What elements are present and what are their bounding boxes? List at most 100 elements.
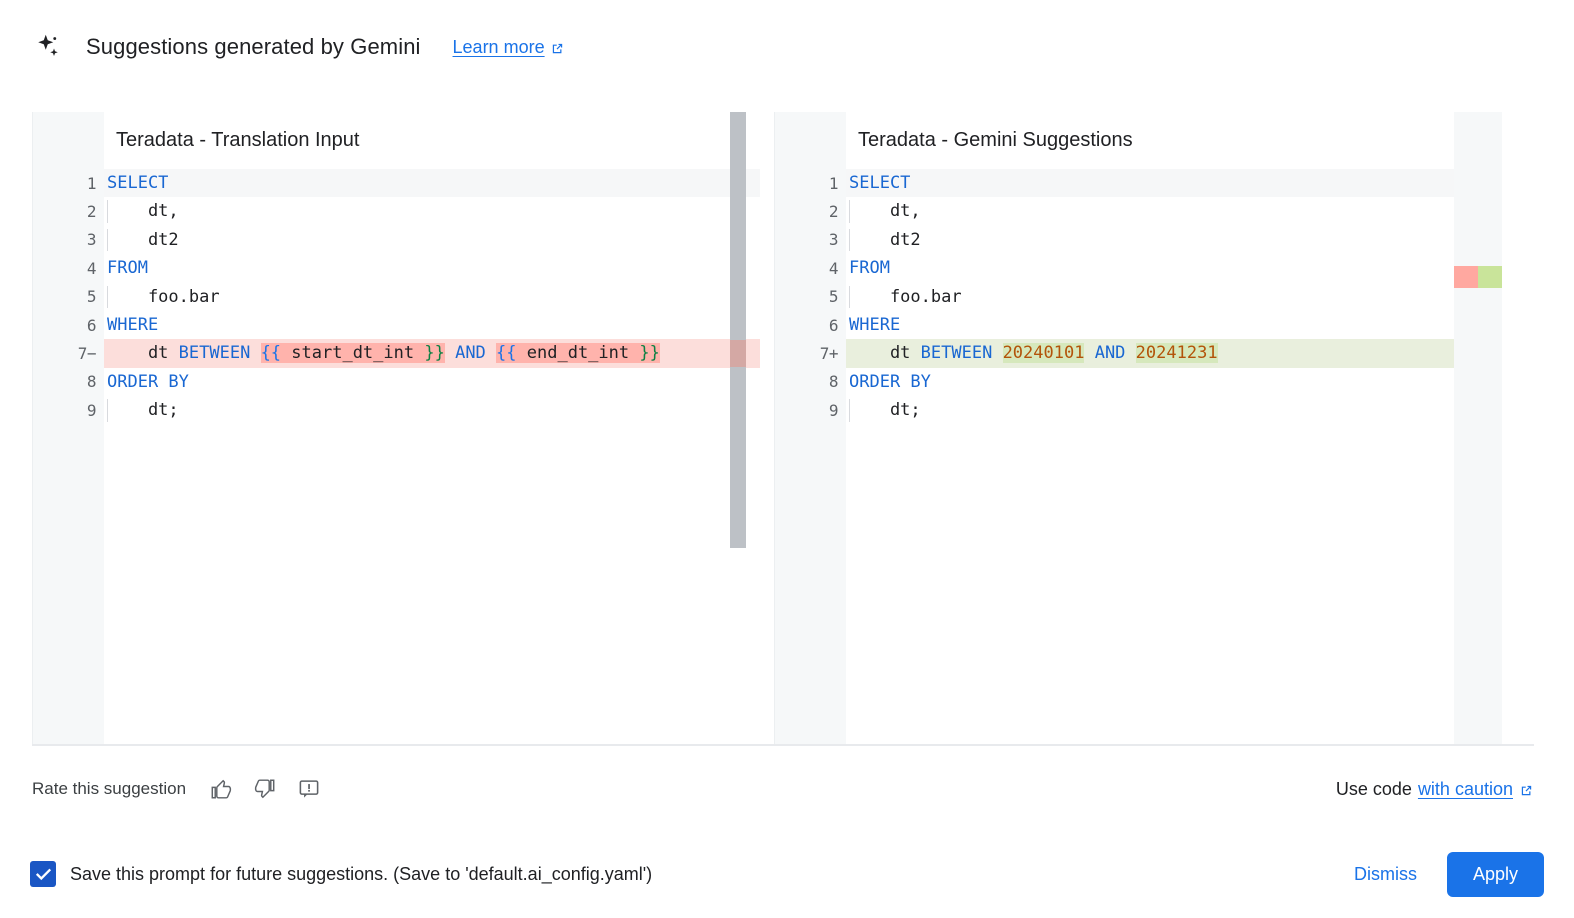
apply-button[interactable]: Apply <box>1446 851 1544 897</box>
code-token: dt; <box>849 400 921 421</box>
code-editor-left[interactable]: Teradata - Translation Input 1 SELECT 2 dt… <box>33 112 760 744</box>
code-token: foo.bar <box>849 286 962 307</box>
report-feedback-icon[interactable] <box>296 776 322 802</box>
code-line[interactable]: 2 dt, <box>775 197 1502 225</box>
code-token: dt, <box>107 201 179 222</box>
line-number: 7+ <box>819 344 839 364</box>
overview-marker-added <box>1478 266 1502 288</box>
code-token: BETWEEN <box>920 343 993 364</box>
code-line[interactable]: 9 dt; <box>33 396 760 424</box>
code-line[interactable]: 8 ORDER BY <box>33 368 760 396</box>
code-line-text: dt2 <box>846 226 1502 254</box>
code-line-text: ORDER BY <box>846 368 1502 396</box>
code-token: FROM <box>107 258 148 279</box>
dismiss-button[interactable]: Dismiss <box>1340 854 1431 895</box>
code-token: {{ <box>496 343 517 364</box>
indent-guide <box>849 200 850 223</box>
diff-overview-ruler[interactable] <box>1454 112 1502 744</box>
code-line[interactable]: 1 SELECT <box>33 169 760 198</box>
code-line[interactable]: 5 foo.bar <box>33 283 760 311</box>
external-link-icon <box>1519 782 1534 797</box>
indent-guide <box>849 228 850 252</box>
save-prompt-checkbox[interactable] <box>30 861 56 887</box>
code-token: SELECT <box>849 173 911 193</box>
panel-header: Suggestions generated by Gemini Learn mo… <box>32 24 565 70</box>
with-caution-label: with caution <box>1417 778 1513 799</box>
code-token: dt <box>849 343 921 364</box>
code-line[interactable]: 9 dt; <box>775 396 1502 424</box>
sparkle-icon <box>32 32 62 62</box>
page-title: Suggestions generated by Gemini <box>86 34 421 59</box>
rating-icons <box>208 776 322 802</box>
code-line[interactable]: 1 SELECT <box>775 169 1502 198</box>
scrollbar-thumb[interactable] <box>730 112 746 548</box>
pane-title-right: Teradata - Gemini Suggestions <box>858 129 1133 151</box>
code-token: WHERE <box>107 314 159 335</box>
code-editor-right[interactable]: Teradata - Gemini Suggestions 1 SELECT 2 d… <box>775 112 1502 744</box>
pane-title-left: Teradata - Translation Input <box>116 129 360 151</box>
line-number: 5 <box>828 287 839 307</box>
code-line[interactable]: 3 dt2 <box>33 226 760 254</box>
code-token: AND <box>1094 343 1126 364</box>
code-line-text: foo.bar <box>104 283 760 311</box>
line-number: 3 <box>86 230 97 250</box>
code-line[interactable]: 5 foo.bar <box>775 283 1502 311</box>
code-token: }} <box>639 343 660 364</box>
code-line[interactable]: 7+ dt BETWEEN 20240101 AND 20241231 <box>775 339 1502 368</box>
code-line[interactable]: 4 FROM <box>33 254 760 282</box>
line-number: 1 <box>86 173 97 193</box>
line-number-gutter-right <box>775 112 846 744</box>
use-code-label: Use code <box>1335 778 1412 799</box>
line-number: 1 <box>828 173 839 193</box>
indent-guide <box>107 228 108 252</box>
code-token: end_dt_int <box>516 343 640 364</box>
diff-pane-left: Teradata - Translation Input 1 SELECT 2 dt… <box>32 112 760 744</box>
code-token: dt <box>107 343 179 364</box>
code-token <box>250 343 260 363</box>
thumb-up-icon[interactable] <box>208 776 234 802</box>
learn-more-link[interactable]: Learn more <box>453 37 565 58</box>
code-line-text: dt BETWEEN {{ start_dt_int }} AND {{ end… <box>104 339 760 368</box>
line-number: 4 <box>86 258 97 278</box>
code-token: AND <box>455 343 486 364</box>
code-line-text: dt2 <box>104 226 760 254</box>
code-token: dt2 <box>849 229 921 250</box>
code-line-text: FROM <box>104 254 760 282</box>
scrollbar-diff-tick <box>730 340 746 367</box>
code-line-text: WHERE <box>104 311 760 339</box>
line-number: 9 <box>86 400 97 420</box>
line-number: 8 <box>86 372 97 392</box>
indent-guide <box>107 399 108 422</box>
code-line-text: dt; <box>104 396 760 424</box>
code-line-text: ORDER BY <box>104 368 760 396</box>
with-caution-link[interactable]: with caution <box>1418 779 1534 800</box>
code-token <box>992 343 1002 363</box>
code-token: {{ <box>260 343 282 364</box>
code-token: FROM <box>849 258 890 279</box>
line-number: 6 <box>828 315 839 335</box>
code-token: dt, <box>849 201 921 222</box>
line-number: 3 <box>828 230 839 250</box>
vertical-scrollbar-left[interactable] <box>730 112 746 744</box>
thumb-down-icon[interactable] <box>252 776 278 802</box>
line-number-gutter-left <box>33 112 104 744</box>
code-line[interactable]: 3 dt2 <box>775 226 1502 254</box>
use-code-caution: Use code with caution <box>1336 779 1534 800</box>
code-token: }} <box>424 343 445 364</box>
code-token: dt; <box>107 400 179 421</box>
pane-divider <box>760 112 774 744</box>
code-token <box>486 343 496 363</box>
line-number: 2 <box>828 202 839 222</box>
footer-bar: Save this prompt for future suggestions.… <box>30 845 1544 903</box>
diff-viewer: Teradata - Translation Input 1 SELECT 2 dt… <box>32 112 1534 746</box>
code-line[interactable]: 2 dt, <box>33 197 760 225</box>
code-line[interactable]: 7− dt BETWEEN {{ start_dt_int }} AND {{ … <box>33 339 760 368</box>
indent-guide <box>107 285 108 308</box>
code-token: SELECT <box>107 173 169 193</box>
